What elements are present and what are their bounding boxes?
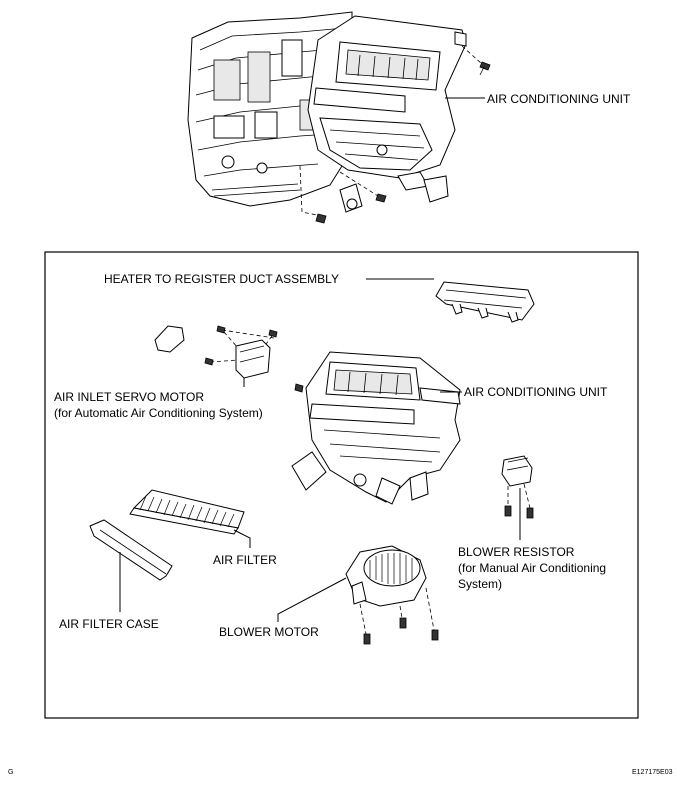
servo-label-line2: (for Automatic Air Conditioning System)	[54, 406, 263, 420]
screw-icon	[431, 629, 439, 641]
dashboard-assembly-illustration	[187, 11, 491, 224]
blower-motor-illustration	[345, 545, 439, 645]
air-filter-case-illustration	[89, 519, 173, 581]
air-filter-leader	[233, 529, 251, 548]
blower-resistor-label-line2: (for Manual Air Conditioning	[458, 561, 606, 575]
screw-icon	[268, 329, 278, 338]
air-filter-label: AIR FILTER	[213, 553, 277, 567]
screw-icon	[204, 357, 214, 366]
blower-motor-leader	[277, 577, 347, 622]
heater-duct-label: HEATER TO REGISTER DUCT ASSEMBLY	[104, 272, 339, 286]
bolt-icon	[375, 193, 387, 203]
blower-motor-label: BLOWER MOTOR	[219, 625, 319, 639]
figure-code: E127175E03	[632, 769, 673, 776]
page-letter: G	[8, 769, 13, 776]
bolt-icon	[294, 383, 304, 393]
air-inlet-servo-motor-illustration	[154, 325, 278, 379]
screw-icon	[399, 617, 407, 629]
exploded-ac-unit-label: AIR CONDITIONING UNIT	[464, 385, 608, 399]
exploded-view-frame	[44, 251, 639, 719]
air-filter-illustration	[129, 489, 245, 535]
heater-to-register-duct-illustration	[435, 281, 535, 323]
screw-icon	[526, 507, 534, 519]
blower-resistor-label-line1: BLOWER RESISTOR	[458, 545, 575, 559]
servo-label-line1: AIR INLET SERVO MOTOR	[54, 390, 204, 404]
blower-resistor-label-line3: System)	[458, 577, 502, 591]
air-filter-case-label: AIR FILTER CASE	[59, 617, 159, 631]
top-ac-unit-label: AIR CONDITIONING UNIT	[487, 92, 631, 106]
blower-resistor-illustration	[501, 455, 534, 519]
screw-icon	[363, 633, 371, 645]
bolt-icon	[479, 61, 491, 76]
air-conditioning-unit-illustration	[291, 351, 461, 505]
screw-icon	[216, 325, 226, 334]
screw-icon	[504, 505, 512, 517]
bolt-icon	[315, 213, 327, 224]
